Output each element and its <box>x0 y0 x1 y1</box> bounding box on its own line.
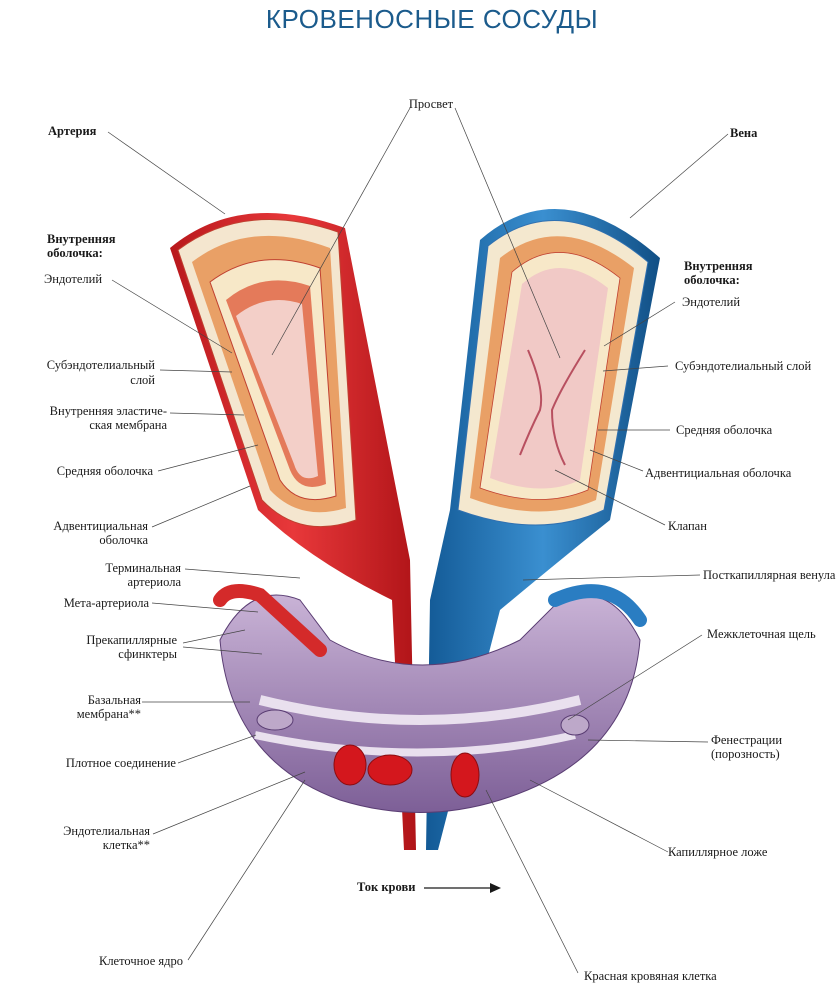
label-prosvet: Просвет <box>409 97 454 111</box>
label-vena: Вена <box>730 126 758 140</box>
label-meta: Мета-артериола <box>64 596 150 610</box>
label-bazal-2: мембрана** <box>77 707 141 721</box>
label-klapan: Клапан <box>668 519 707 533</box>
label-fenestr-2: (порозность) <box>711 747 780 761</box>
label-endotel-left: Эндотелий <box>44 272 102 286</box>
label-inner-right-1: Внутренняя <box>684 259 753 273</box>
label-mezhkl: Межклеточная щель <box>707 627 816 641</box>
vein-illustration <box>426 208 660 851</box>
label-bazal-1: Базальная <box>88 693 141 707</box>
label-advent-left-1: Адвентициальная <box>53 519 148 533</box>
label-terminal-1: Терминальная <box>105 561 181 575</box>
label-postcap: Посткапиллярная венула <box>703 568 836 582</box>
label-advent-left-2: оболочка <box>99 533 148 547</box>
label-subendo-left-2: слой <box>130 373 155 387</box>
label-precap-2: сфинктеры <box>118 647 177 661</box>
label-fenestr-1: Фенестрации <box>711 733 782 747</box>
label-yadro: Клеточное ядро <box>99 954 183 968</box>
label-kapil: Капиллярное ложе <box>668 845 768 859</box>
label-subendo-left-1: Субэндотелиальный <box>47 358 156 372</box>
label-precap-1: Прекапиллярные <box>86 633 177 647</box>
label-subendo-right: Субэндотелиальный слой <box>675 359 811 373</box>
label-media-right: Средняя оболочка <box>676 423 773 437</box>
page-title: КРОВЕНОСНЫЕ СОСУДЫ <box>266 4 598 34</box>
capillary-bed-illustration <box>213 584 647 813</box>
label-advent-right: Адвентициальная оболочка <box>645 466 792 480</box>
label-eritro: Красная кровяная клетка <box>584 969 717 983</box>
label-plotnoe: Плотное соединение <box>66 756 177 770</box>
label-inner-left-2: оболочка: <box>47 246 103 260</box>
label-endocell-1: Эндотелиальная <box>63 824 150 838</box>
label-elastic-1: Внутренняя эластиче- <box>50 404 167 418</box>
label-inner-left-1: Внутренняя <box>47 232 116 246</box>
label-arteria: Артерия <box>48 124 97 138</box>
label-tok: Ток крови <box>357 880 415 894</box>
label-endotel-right: Эндотелий <box>682 295 740 309</box>
flow-arrowhead <box>490 883 501 893</box>
label-inner-right-2: оболочка: <box>684 273 740 287</box>
label-elastic-2: ская мембрана <box>89 418 167 432</box>
labels: Артерия Вена Просвет Внутренняя оболочка… <box>44 97 836 983</box>
label-endocell-2: клетка** <box>103 838 150 852</box>
label-media-left: Средняя оболочка <box>57 464 154 478</box>
leader-lines <box>107 107 729 974</box>
label-terminal-2: артериола <box>128 575 182 589</box>
